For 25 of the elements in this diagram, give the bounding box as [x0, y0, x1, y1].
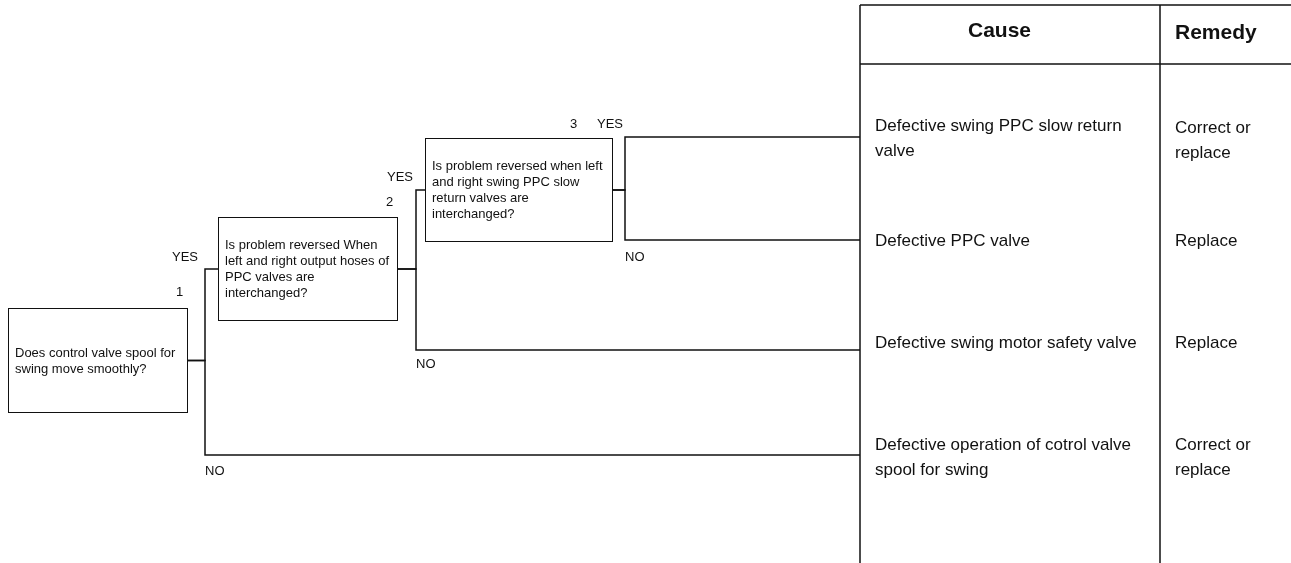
- edge-label: YES: [597, 117, 623, 131]
- cause-text: Defective operation of cotrol valve spool for swing: [860, 432, 1155, 484]
- edge-label: NO: [625, 250, 645, 264]
- edge-label: NO: [416, 357, 436, 371]
- question-box: Is problem reversed When left and right output hoses of PPC valves are interchanged?: [218, 217, 398, 321]
- cause-text: Defective swing PPC slow return valve: [860, 113, 1155, 165]
- remedy-text: Replace: [1175, 230, 1239, 252]
- step-number: 1: [176, 285, 184, 299]
- edge-label: YES: [387, 170, 413, 184]
- remedy-text: Replace: [1175, 332, 1239, 354]
- edge-label: NO: [205, 464, 225, 478]
- edge-label: YES: [172, 250, 198, 264]
- connector-line: [187, 359, 861, 456]
- cause-text: Defective swing motor safety valve: [860, 330, 1155, 382]
- step-number: 2: [386, 195, 394, 209]
- step-number: 3: [570, 117, 578, 131]
- cause-text: Defective PPC valve: [860, 228, 1155, 256]
- question-box: Does control valve spool for swing move smoothly?: [8, 308, 188, 413]
- connector-line: [397, 268, 861, 351]
- connector-line: [612, 189, 861, 241]
- remedy-text: Correct or replace: [1175, 434, 1252, 481]
- column-header: Cause: [968, 18, 1032, 42]
- column-header: Remedy: [1175, 20, 1257, 44]
- remedy-text: Correct or replace: [1175, 117, 1252, 164]
- question-box: Is problem reversed when left and right swing PPC slow return valves are interchanged?: [425, 138, 613, 242]
